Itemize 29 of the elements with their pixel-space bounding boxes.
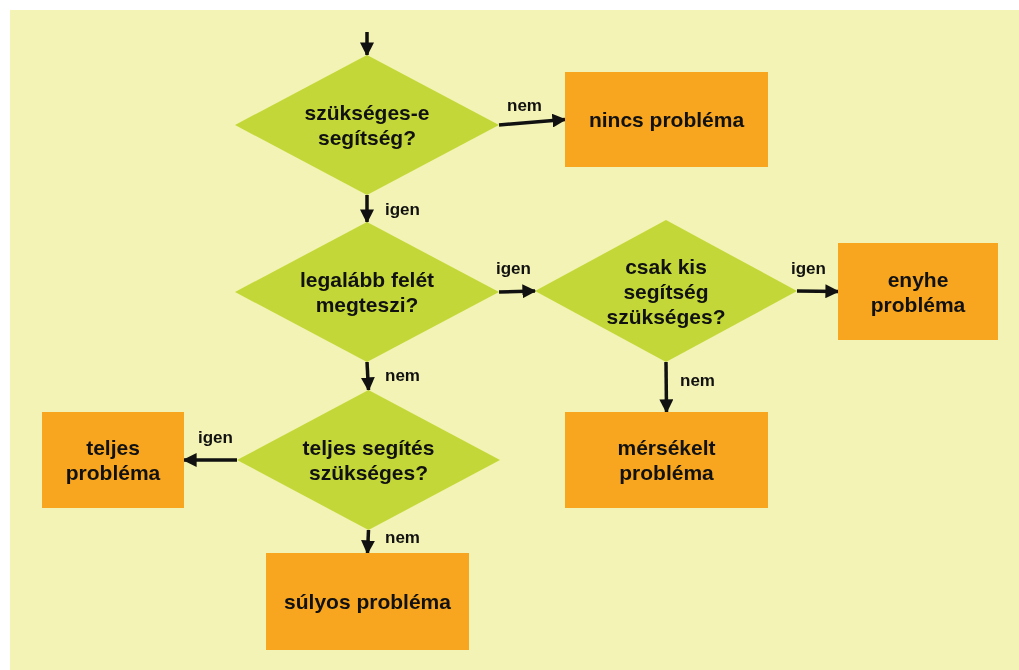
node-text: mérsékelt probléma — [616, 435, 717, 485]
node-text: szükséges-e segítség? — [303, 100, 431, 150]
outcome-box — [42, 412, 184, 508]
node-text: legalább felét megteszi? — [298, 267, 436, 317]
arrow — [361, 529, 376, 555]
edge-label: igen — [789, 259, 828, 278]
node-text: enyhe probléma — [869, 266, 967, 317]
edge-label: igen — [383, 200, 422, 219]
edge-label: igen — [494, 259, 533, 278]
node-text: súlyos probléma — [284, 589, 451, 614]
outcome-box — [565, 412, 768, 508]
decision-diamond — [235, 55, 499, 195]
decision-diamond — [237, 390, 500, 530]
node-text: csak kis segítség szükséges? — [605, 253, 727, 329]
outcome-box — [838, 243, 998, 340]
arrow — [360, 32, 374, 57]
outcome-box — [266, 553, 469, 650]
node-text: teljes probléma — [64, 435, 162, 485]
arrow — [796, 284, 840, 299]
arrow — [659, 362, 674, 414]
outcome-box — [565, 72, 768, 167]
edge-label: igen — [196, 428, 235, 447]
node-text: teljes segítés szükséges? — [301, 435, 436, 485]
node-text: nincs probléma — [588, 107, 745, 132]
decision-diamond — [235, 222, 499, 362]
arrow — [498, 284, 537, 299]
arrow — [360, 361, 375, 392]
arrow — [498, 113, 567, 128]
arrow — [360, 195, 374, 224]
